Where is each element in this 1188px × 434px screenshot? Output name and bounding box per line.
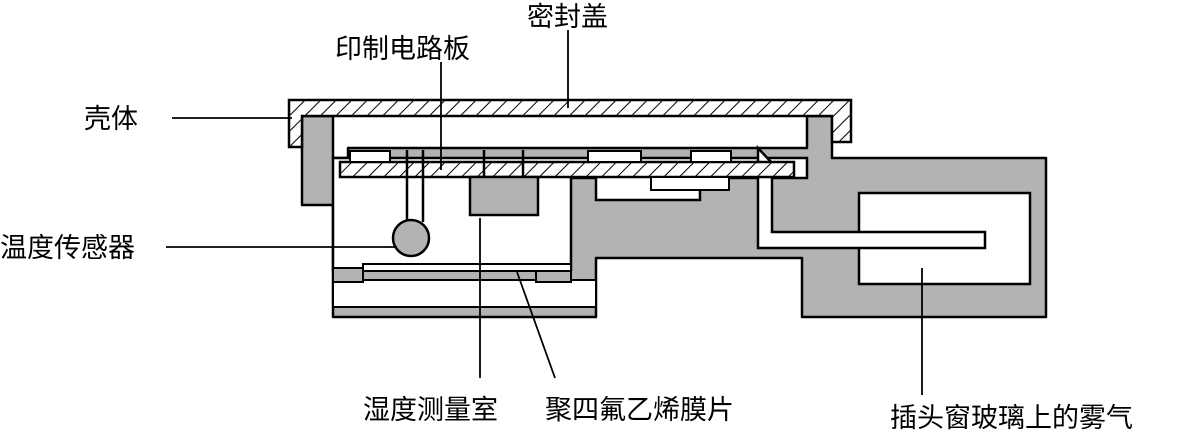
component-bottom [650, 176, 730, 191]
label-ptfe-film: 聚四氟乙烯膜片 [545, 395, 734, 426]
label-pcb: 印制电路板 [335, 34, 470, 65]
label-humidity-chamber: 湿度测量室 [363, 395, 498, 426]
label-fog: 插头窗玻璃上的雾气 [890, 403, 1133, 434]
component-top-2 [587, 150, 642, 163]
sensor-leads [405, 150, 525, 222]
seal-cover [287, 98, 853, 149]
label-temperature-sensor: 温度传感器 [0, 233, 135, 264]
printed-circuit-board [338, 160, 796, 179]
label-seal-cover: 密封盖 [527, 2, 608, 33]
ptfe-film [362, 263, 572, 272]
component-top-1 [349, 150, 391, 163]
temperature-sensor [391, 218, 431, 258]
label-housing: 壳体 [84, 104, 138, 135]
leader-lines [166, 30, 923, 395]
left-ledge [332, 267, 364, 283]
component-top-3 [690, 150, 732, 163]
chamber-floor [332, 279, 597, 308]
humidity-sensor [468, 175, 540, 217]
